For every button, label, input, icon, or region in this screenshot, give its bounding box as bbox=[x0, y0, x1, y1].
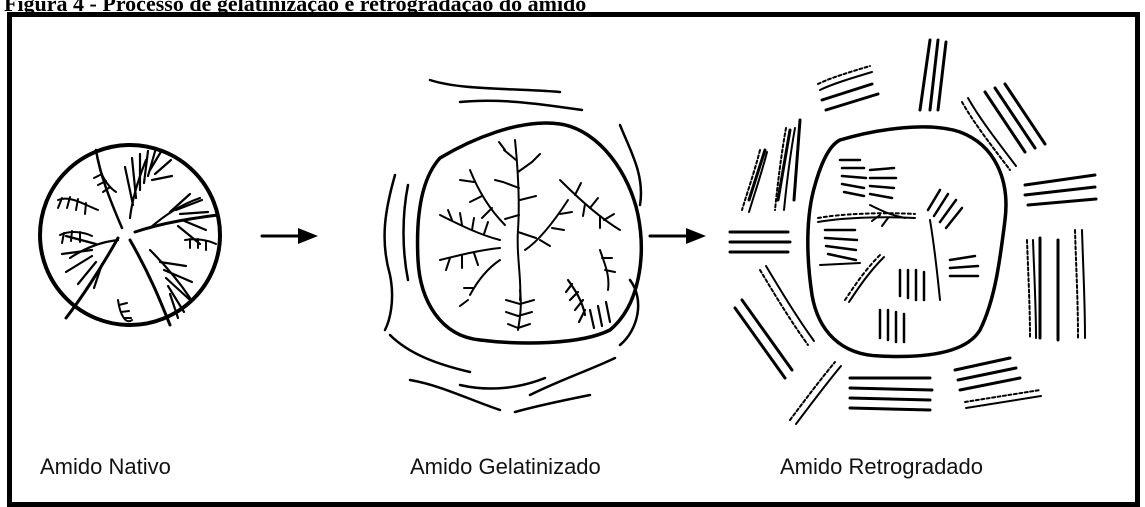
gelatinized-starch-granule bbox=[385, 80, 642, 412]
native-starch-granule bbox=[40, 145, 220, 325]
retrograded-starch-granule bbox=[730, 40, 1096, 424]
stage-label-gelatinized: Amido Gelatinizado bbox=[410, 453, 601, 481]
arrow-right-icon bbox=[650, 228, 706, 244]
arrow-right-icon bbox=[262, 228, 318, 244]
stage-label-native: Amido Nativo bbox=[40, 453, 171, 481]
stage-label-retrograded: Amido Retrogradado bbox=[780, 453, 983, 481]
